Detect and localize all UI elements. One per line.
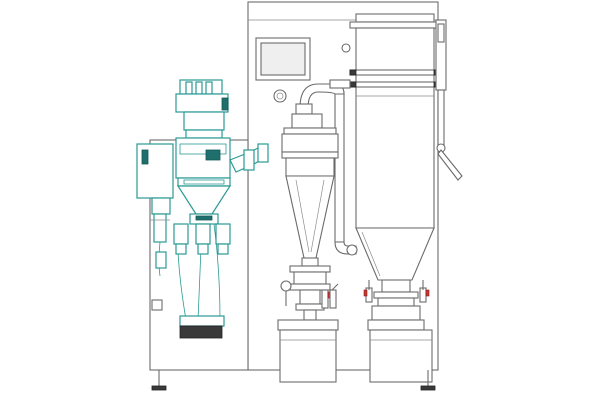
leveling-feet: [151, 370, 436, 391]
drying-chamber: [349, 13, 441, 321]
status-button: [273, 89, 287, 103]
control-panel-screen: [255, 37, 311, 81]
atomizer-assembly: [136, 79, 269, 339]
cyclone-valves: [280, 280, 339, 321]
cyclone-separator: [281, 113, 339, 291]
collection-vessel-cyclone: [277, 319, 339, 383]
collection-vessel-chamber: [367, 319, 433, 383]
chamber-sample-valves: [363, 280, 430, 303]
cabinet-side-detail: [150, 219, 170, 311]
chamber-sensor-rod: [341, 19, 463, 181]
